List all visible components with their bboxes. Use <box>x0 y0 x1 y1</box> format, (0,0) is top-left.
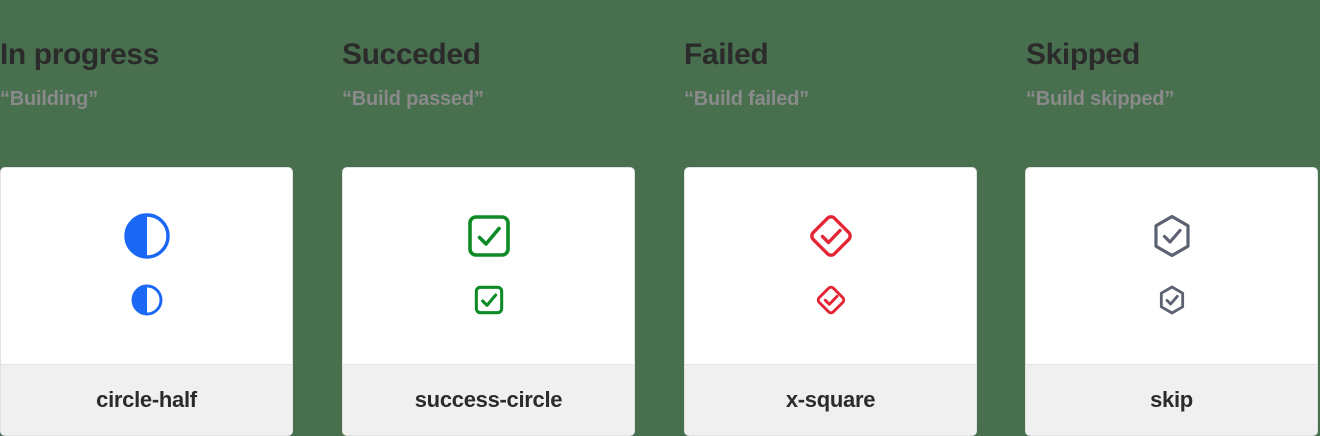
icon-card-body <box>1 168 292 364</box>
success-circle-icon <box>473 284 505 316</box>
icon-card-body <box>685 168 976 364</box>
status-subtitle: “Building” <box>0 88 98 110</box>
skip-icon <box>1148 212 1196 260</box>
status-title: Skipped <box>1026 38 1140 71</box>
success-circle-icon <box>465 212 513 260</box>
status-title: Failed <box>684 38 769 71</box>
icon-card-x-square[interactable]: x-square <box>684 167 977 436</box>
circle-half-icon <box>131 284 163 316</box>
status-subtitle: “Build passed” <box>342 88 484 110</box>
icon-card-footer: circle-half <box>1 364 292 435</box>
status-title: In progress <box>0 38 159 71</box>
icon-card-label: skip <box>1150 387 1193 412</box>
icon-card-label: success-circle <box>414 387 563 412</box>
status-headings-row: In progress “Building” Succeded “Build p… <box>0 0 1320 167</box>
status-subtitle: “Build skipped” <box>1026 88 1175 110</box>
icon-card-body <box>1026 168 1317 364</box>
icon-card-footer: x-square <box>685 364 976 435</box>
icon-card-body <box>343 168 634 364</box>
status-title: Succeded <box>342 38 481 71</box>
circle-half-icon <box>123 212 171 260</box>
icon-cards-row: circle-half success-circle <box>0 167 1320 436</box>
skip-icon <box>1156 284 1188 316</box>
icon-card-skip[interactable]: skip <box>1025 167 1318 436</box>
x-square-icon <box>815 284 847 316</box>
status-subtitle: “Build failed” <box>684 88 809 110</box>
x-square-icon <box>807 212 855 260</box>
icon-card-footer: success-circle <box>343 364 634 435</box>
icon-card-circle-half[interactable]: circle-half <box>0 167 293 436</box>
icon-card-success-circle[interactable]: success-circle <box>342 167 635 436</box>
icon-card-label: x-square <box>785 387 876 412</box>
icon-card-label: circle-half <box>96 387 197 412</box>
icon-card-footer: skip <box>1026 364 1317 435</box>
